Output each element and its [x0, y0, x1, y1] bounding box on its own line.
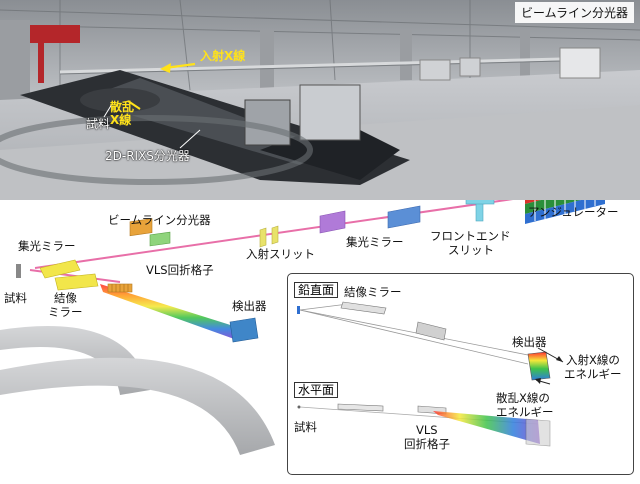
horizontal-plane-fan — [433, 411, 540, 444]
inset-scattered-energy-label-1: 散乱X線の — [496, 391, 550, 405]
label-entrance-slit: 入射スリット — [246, 247, 315, 261]
front-end-slit — [465, 184, 495, 222]
vertical-plane-detector — [527, 351, 551, 381]
incident-beam — [34, 184, 611, 269]
horizontal-plane-imaging-mirror — [337, 403, 384, 412]
vertical-plane-sample — [297, 306, 300, 314]
inset-incident-energy-label-2: エネルギー — [564, 367, 622, 381]
label-imaging-mirror-1: 結像 — [54, 291, 77, 305]
inset-vls-label-2: 回折格子 — [404, 437, 450, 451]
vertical-plane-imaging-mirror — [340, 301, 387, 315]
vertical-plane-grating — [415, 321, 447, 341]
monochromator-green — [149, 231, 171, 247]
detector-block — [229, 317, 259, 343]
horizontal-plane-sample — [297, 405, 301, 409]
label-beamline-monochromator: ビームライン分光器 — [108, 213, 211, 227]
inset-imaging-mirror-label: 結像ミラー — [344, 285, 402, 299]
imaging-mirror — [54, 273, 99, 291]
photo-incident-xray-label: 入射X線 — [200, 49, 246, 63]
sample-holder — [16, 264, 21, 278]
label-front-end-slit-1: フロントエンド — [430, 229, 511, 243]
entrance-slit — [259, 225, 279, 248]
inset-vls-label-1: VLS — [416, 423, 438, 437]
focus-mirror-left — [39, 259, 81, 279]
label-vls-grating: VLS回折格子 — [146, 263, 214, 277]
label-focus-mirror-right: 集光ミラー — [346, 235, 404, 249]
inset-sample-label: 試料 — [294, 420, 317, 434]
optics-inset-graphic — [297, 301, 564, 447]
photo-spectrometer-label: 2D-RIXS分光器 — [105, 149, 190, 163]
vls-grating-small — [107, 283, 133, 293]
label-front-end-slit-2: スリット — [448, 243, 494, 257]
facility-photo: ビームライン分光器 入射X線 散乱 X線 試料 2D-RIXS分光器 — [0, 0, 640, 200]
inset-detector-label: 検出器 — [512, 335, 547, 349]
label-undulator: アンジュレーター — [528, 205, 619, 219]
facility-photo-image — [0, 0, 640, 200]
floor-arc-inner — [0, 326, 150, 395]
monochromator-block — [129, 218, 153, 237]
focus-mirror-right — [387, 205, 421, 229]
label-detector: 検出器 — [232, 299, 267, 313]
scattered-fan — [100, 284, 240, 340]
photo-scattered-xray-label-2: X線 — [110, 113, 132, 127]
optics-inset: 鉛直面 水平面 結像ミラー 検出器 入射X線の エネルギー 散乱X線の エネルギ… — [287, 273, 634, 475]
floor-arc-outer — [0, 357, 275, 455]
photo-scattered-xray-label-1: 散乱 — [110, 100, 135, 114]
inset-scattered-energy-label-2: エネルギー — [496, 405, 554, 419]
purple-mirror — [319, 210, 346, 234]
label-imaging-mirror-2: ミラー — [48, 305, 83, 319]
photo-sample-label: 試料 — [86, 117, 111, 131]
inset-incident-energy-label-1: 入射X線の — [566, 353, 620, 367]
horizontal-plane-tag: 水平面 — [294, 382, 339, 398]
photo-title: ビームライン分光器 — [514, 2, 634, 23]
vertical-plane-tag: 鉛直面 — [294, 282, 339, 298]
horizontal-plane-detector — [525, 418, 551, 447]
label-sample: 試料 — [4, 291, 27, 305]
label-focus-mirror-left: 集光ミラー — [18, 239, 76, 253]
